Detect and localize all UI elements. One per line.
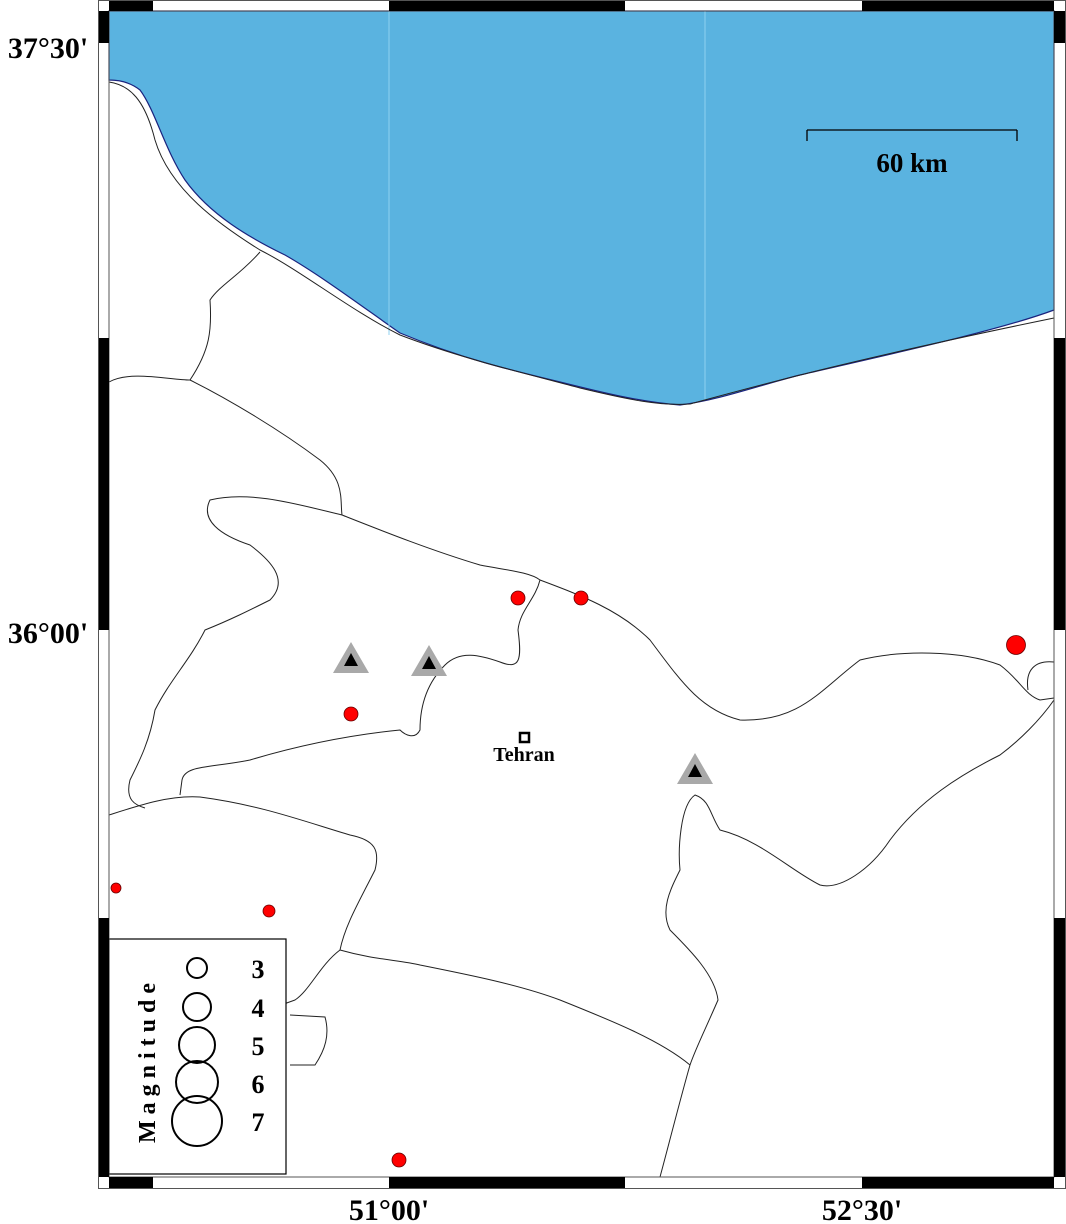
station-triangle-icon xyxy=(411,645,447,676)
longitude-label: 52°30' xyxy=(822,1194,902,1224)
legend-label: 3 xyxy=(252,955,265,984)
legend-circle-6 xyxy=(175,1060,219,1104)
latitude-label: 36°00' xyxy=(8,617,88,650)
city-label: Tehran xyxy=(493,744,555,766)
station-triangle-icon xyxy=(677,753,713,784)
earthquake-event xyxy=(262,904,276,918)
city-square-icon xyxy=(518,731,531,744)
legend-label: 5 xyxy=(252,1032,265,1061)
legend-label: 7 xyxy=(252,1108,265,1137)
station-triangle-icon xyxy=(333,642,369,673)
earthquake-event xyxy=(343,706,359,722)
earthquake-event xyxy=(1006,635,1026,655)
earthquake-event xyxy=(510,590,526,606)
legend-circle-4 xyxy=(182,992,212,1022)
seismic-stations xyxy=(333,642,713,784)
earthquake-event xyxy=(573,590,589,606)
longitude-label: 51°00' xyxy=(349,1194,429,1224)
legend-circle-3 xyxy=(186,957,208,979)
legend-title: Magnitude xyxy=(135,977,161,1143)
earthquake-events xyxy=(110,590,1026,1168)
legend-circle-7 xyxy=(171,1095,223,1147)
earthquake-event xyxy=(391,1152,407,1168)
province-boundaries xyxy=(108,81,1055,1178)
legend-label: 4 xyxy=(252,994,265,1023)
scale-bar-label: 60 km xyxy=(876,148,948,178)
scale-bar xyxy=(806,129,1018,141)
magnitude-legend: Magnitude 3 4 5 6 7 xyxy=(108,938,287,1175)
legend-circle-5 xyxy=(178,1026,216,1064)
legend-label: 6 xyxy=(252,1070,265,1099)
earthquake-event xyxy=(110,882,122,894)
latitude-label: 37°30' xyxy=(8,32,88,65)
